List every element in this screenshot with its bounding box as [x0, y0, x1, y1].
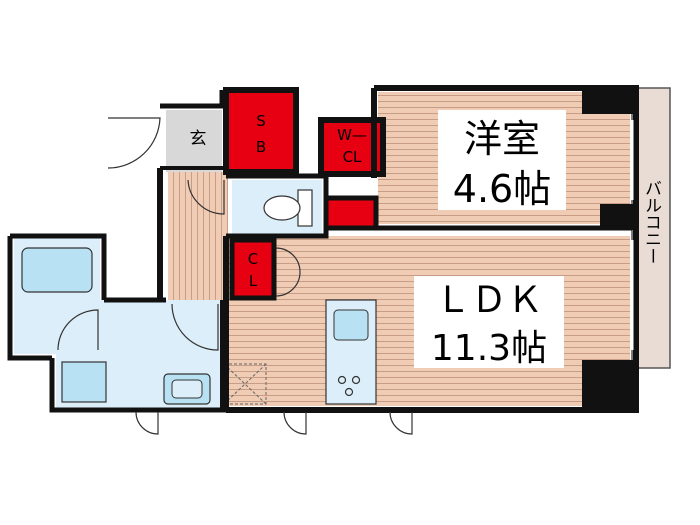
walls [7, 85, 639, 413]
cl-label-2: L [249, 272, 258, 290]
hallway [168, 172, 228, 302]
ldk-closet [229, 237, 277, 301]
entrance [166, 110, 222, 172]
fridge-space [223, 363, 267, 405]
bathtub [21, 247, 93, 293]
stove-burner [337, 375, 347, 385]
shoe-box [223, 87, 299, 175]
wcl-label-2: CL [343, 148, 362, 166]
entrance-label: 玄 [190, 129, 207, 149]
washing-machine-pan [61, 361, 107, 403]
pillar [582, 88, 636, 114]
doors [57, 117, 413, 435]
western-room-name: 洋室 [464, 117, 540, 161]
ldk-room-size: 11.3帖 [431, 328, 547, 369]
wcl-label-1: W— [337, 126, 367, 144]
shoe-box-label-2: B [256, 138, 266, 156]
cl-label-1: C [248, 250, 258, 268]
balcony-label: バルコニー [641, 180, 661, 265]
kitchen-sink [333, 309, 369, 341]
shoe-box-label-1: S [256, 112, 266, 130]
western-room-size: 4.6帖 [453, 167, 551, 211]
closet-extension [323, 195, 379, 231]
ldk-room-name: ＬＤＫ [435, 280, 543, 321]
